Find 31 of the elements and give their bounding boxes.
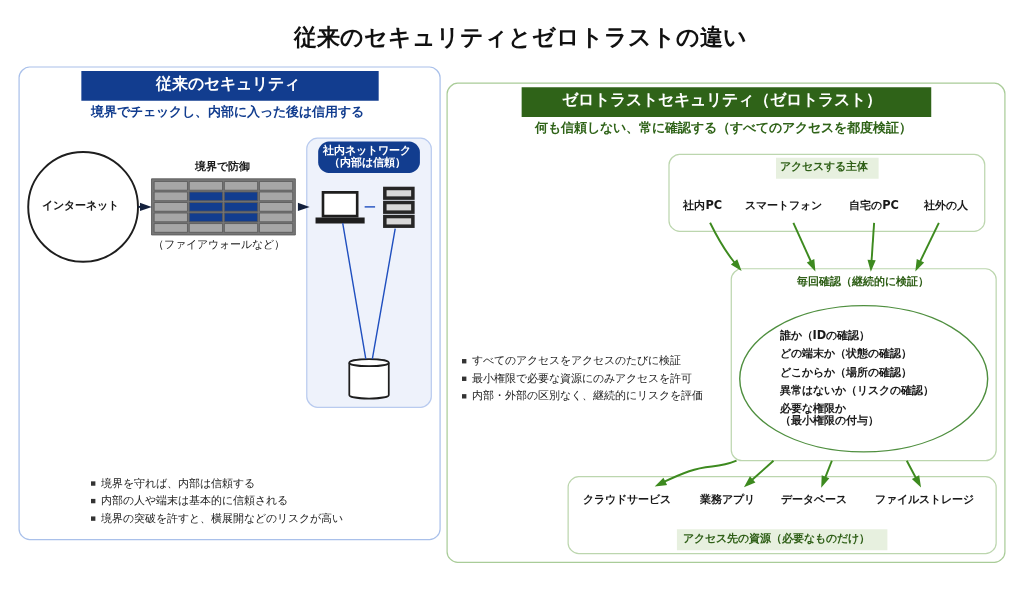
node-label: 境界で防御: [194, 159, 250, 174]
label: 内部・外部の区別なく、継続的にリスクを評価: [471, 388, 703, 403]
label: すべてのアクセスをアクセスのたびに検証: [471, 353, 681, 368]
node-text: スマートフォン: [745, 197, 823, 212]
arrow: [821, 459, 833, 488]
node-text: 社内PC: [683, 197, 723, 212]
label: 最小権限で必要な資源にのみアクセスを許可: [471, 370, 692, 385]
node-text: クラウドサービス: [583, 492, 672, 507]
node-text: 社外の人: [923, 197, 968, 212]
node-circle: インターネット: [27, 151, 139, 263]
cluster: 社内ネットワーク（内部は信頼）: [306, 137, 432, 408]
node-ellipse: 誰か（IDの確認） どの端末か（状態の確認） どこからか（場所の確認） 異常はないか（リスクの確認） 必要な権限か（最小権限の付与）: [739, 304, 989, 453]
label: 境界の突破を許すと、横展開などのリスクが高い: [100, 510, 343, 525]
node-text: 自宅のPC: [849, 197, 899, 212]
arrow: [792, 221, 816, 272]
connector: [342, 222, 367, 360]
arrow: [905, 459, 922, 488]
node-text: ファイルストレージ: [874, 492, 974, 507]
node-text: データベース: [781, 492, 848, 507]
arrow: [709, 221, 742, 271]
arrow: [915, 221, 940, 272]
label: 内部の人や端末は基本的に信頼される: [100, 493, 288, 508]
arrow: [867, 221, 876, 272]
connector: [363, 206, 376, 208]
node-label: （ファイアウォールなど）: [153, 237, 286, 252]
label: 境界を守れば、内部は信頼する: [100, 475, 255, 490]
arrow: [743, 459, 775, 488]
arrow: [654, 459, 738, 487]
node-text: 業務アプリ: [700, 492, 756, 507]
diagram-title: 従来のセキュリティとゼロトラストの違い: [293, 24, 747, 51]
connector: [371, 227, 396, 360]
